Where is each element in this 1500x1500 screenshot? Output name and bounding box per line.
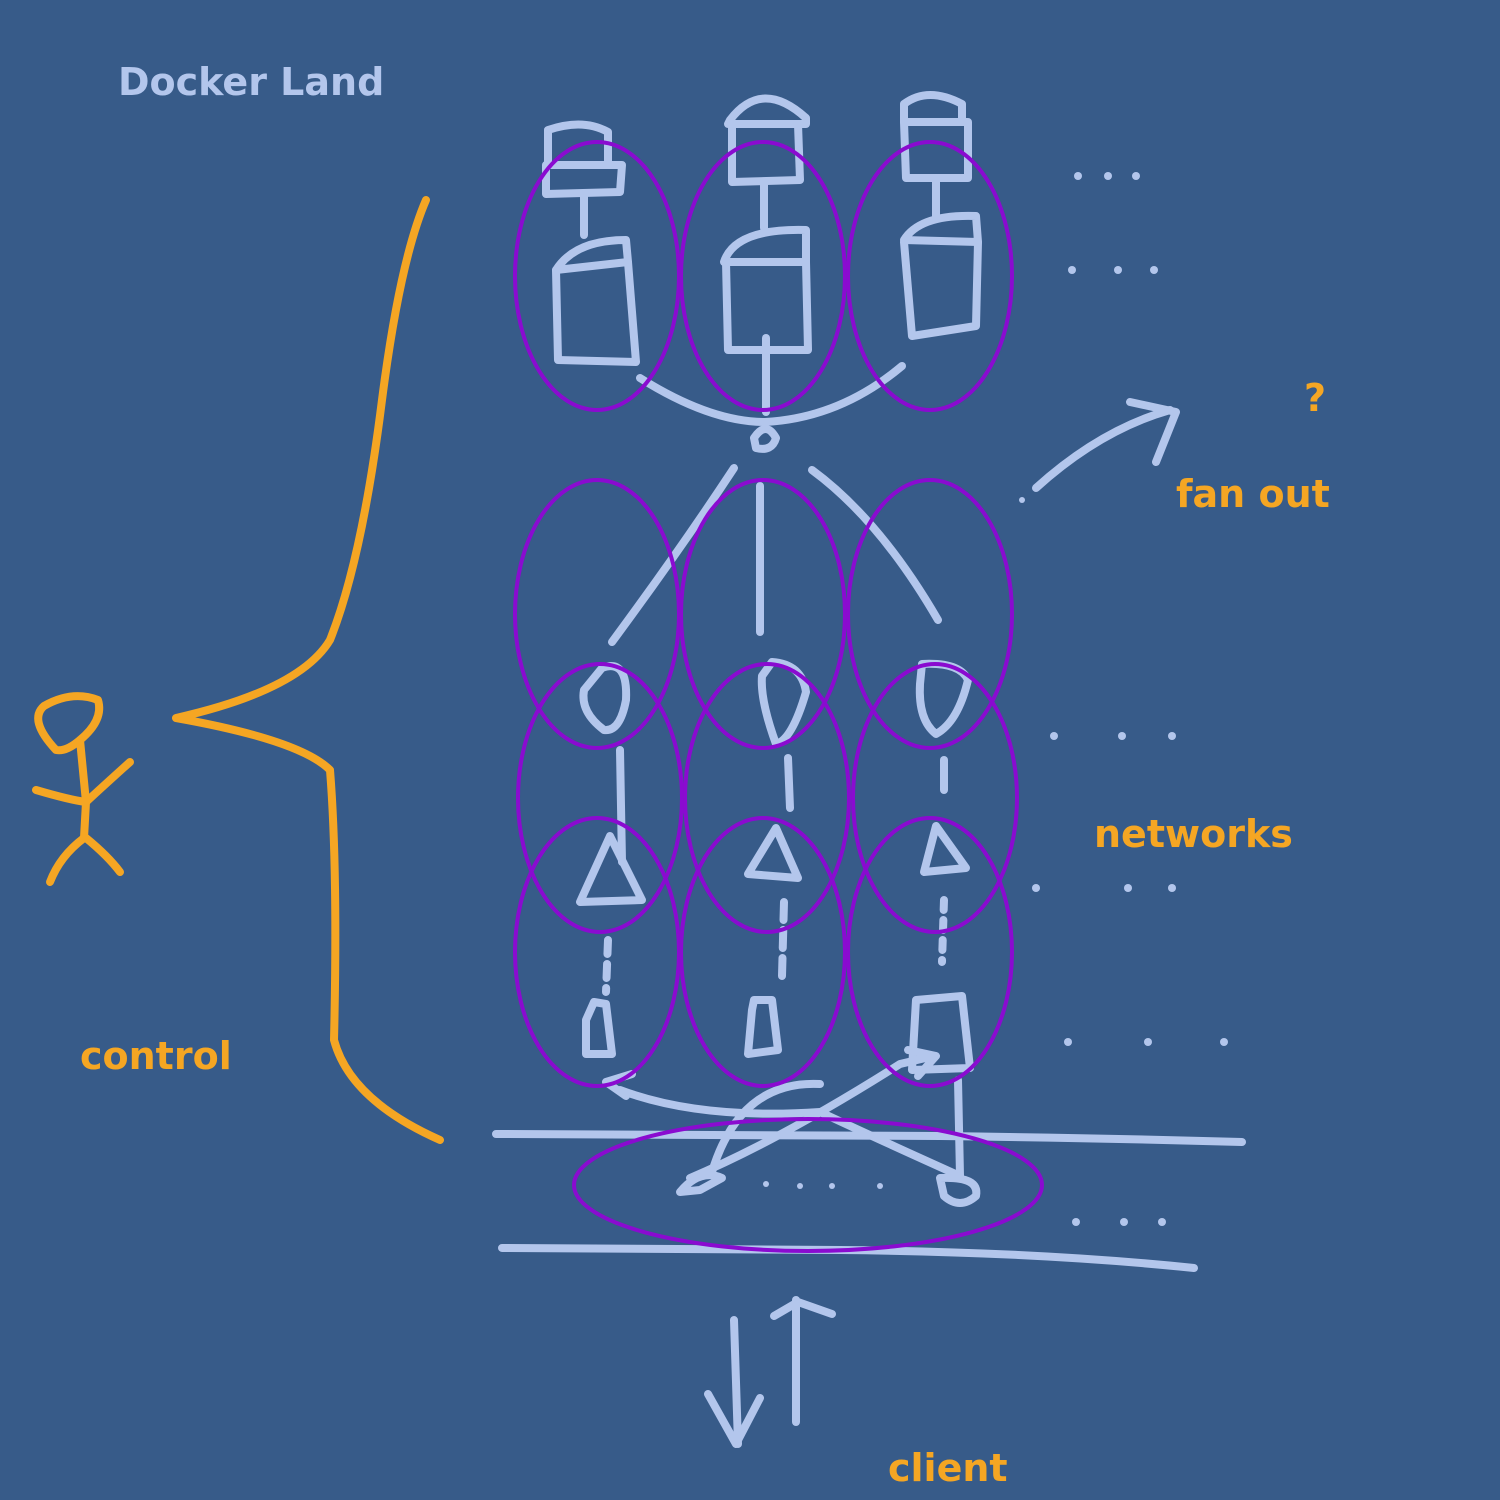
diagram-title: Docker Land [118, 60, 385, 104]
control-label: control [80, 1034, 232, 1078]
down-arrow-icon [704, 1316, 764, 1448]
up-arrow-icon [770, 1296, 836, 1426]
fan-out-label: fan out [1176, 472, 1330, 516]
container-stack-icon [542, 91, 982, 416]
stick-figure-icon [32, 692, 134, 886]
control-brace [172, 196, 444, 1144]
question-label: ? [1304, 376, 1327, 420]
container-ellipses [513, 140, 1044, 1253]
client-label: client [888, 1446, 1008, 1490]
continuation-dots [763, 172, 1228, 1226]
networks-label: networks [1094, 812, 1293, 856]
